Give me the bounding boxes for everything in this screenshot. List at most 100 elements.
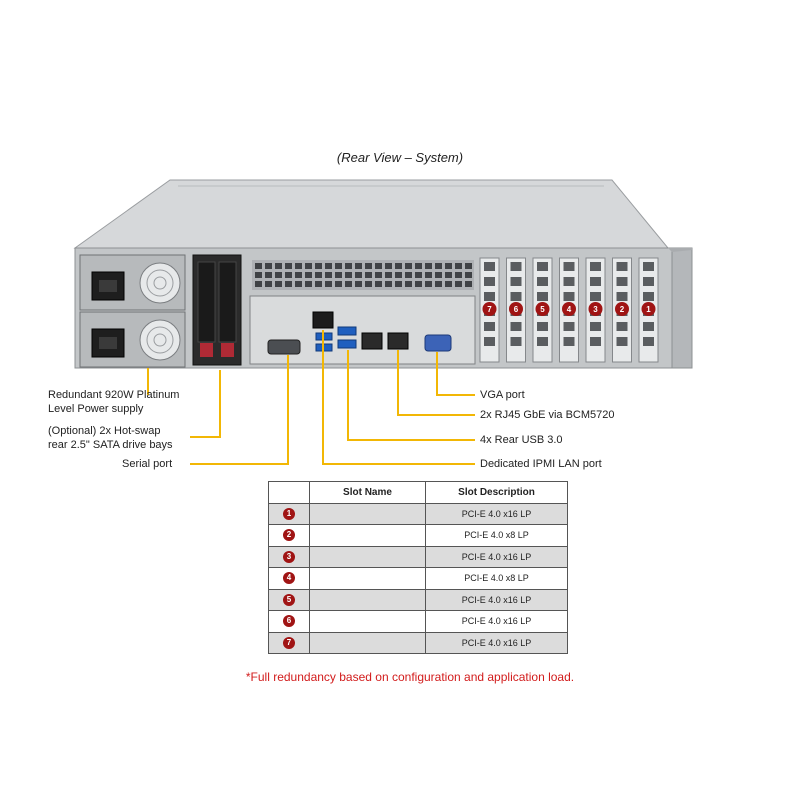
vent-hole xyxy=(435,281,442,287)
slot-badge-circle xyxy=(641,302,656,316)
vent-hole xyxy=(335,272,342,278)
vent-hole xyxy=(365,263,372,269)
slot-name-cell xyxy=(309,502,426,525)
slot-badge-label: 2 xyxy=(620,305,625,314)
callout-power-line2: Level Power supply xyxy=(48,403,144,415)
fan-grille-icon xyxy=(139,262,181,304)
slot-number-cell: 6 xyxy=(268,610,310,633)
drive-latch-icon xyxy=(221,343,234,357)
callout-leaders xyxy=(147,330,475,465)
chassis-top-lid xyxy=(73,179,670,249)
vent-hole xyxy=(355,263,362,269)
table-row: 2 PCI-E 4.0 x8 LP xyxy=(268,524,568,547)
bracket-vent xyxy=(537,292,548,301)
vent-hole xyxy=(355,281,362,287)
bracket-vent xyxy=(484,292,495,301)
rj45-port-icon xyxy=(387,332,409,350)
vent-hole xyxy=(265,272,272,278)
slot-name-cell xyxy=(309,610,426,633)
vent-hole xyxy=(405,263,412,269)
slot-badge-circle xyxy=(615,302,629,316)
slot-badge-label: 4 xyxy=(567,305,572,314)
callout-drive-bays: (Optional) 2x Hot-swap rear 2.5" SATA dr… xyxy=(48,424,173,452)
vent-hole xyxy=(265,281,272,287)
usb-port-icon xyxy=(337,339,357,349)
bracket-vent xyxy=(616,292,628,301)
rj45-port-icon xyxy=(361,332,383,350)
bracket-vent xyxy=(616,337,628,346)
leader-rj45 xyxy=(397,350,475,416)
bracket-vent xyxy=(643,277,654,286)
vent-hole xyxy=(285,272,292,278)
slot-number-badge: 3 xyxy=(283,550,295,563)
vent-hole xyxy=(255,281,262,287)
fan-grille-icon xyxy=(139,319,181,361)
slot-description-cell: PCI-E 4.0 x8 LP xyxy=(425,524,568,547)
vent-hole xyxy=(305,272,312,278)
vent-hole xyxy=(395,272,402,278)
slot-number-cell: 1 xyxy=(268,502,310,525)
vent-hole xyxy=(295,263,302,269)
vent-hole xyxy=(455,272,462,278)
bracket-vent xyxy=(563,337,575,346)
vga-port-icon xyxy=(424,334,452,352)
vent-hole xyxy=(425,281,432,287)
slot-number-badge: 1 xyxy=(283,507,295,520)
callout-usb: 4x Rear USB 3.0 xyxy=(480,434,563,446)
bracket-vent xyxy=(590,322,601,331)
slot-badge-circle xyxy=(588,302,603,316)
bracket-vent xyxy=(643,337,654,346)
bracket-vent xyxy=(484,262,495,271)
slot-table-header: Slot Name Slot Description xyxy=(268,481,568,504)
slot-number-badge: 2 xyxy=(283,529,295,542)
slot-number-badge: 7 xyxy=(283,636,295,649)
slot-number-cell: 2 xyxy=(268,524,310,547)
slot-name-cell xyxy=(309,631,426,654)
callout-serial-port: Serial port xyxy=(122,458,173,470)
vent-hole xyxy=(385,263,392,269)
vent-hole xyxy=(425,272,432,278)
bracket-vent xyxy=(484,322,495,331)
figure-title: (Rear View – System) xyxy=(336,150,464,165)
vent-hole xyxy=(415,263,422,269)
table-row: 6 PCI-E 4.0 x16 LP xyxy=(268,610,568,633)
vent-hole xyxy=(455,263,462,269)
callout-power-supply: Redundant 920W Platinum Level Power supp… xyxy=(48,388,179,416)
vent-hole xyxy=(285,281,292,287)
rear-drive-bays xyxy=(192,254,242,366)
vent-hole xyxy=(325,263,332,269)
vent-hole xyxy=(315,263,322,269)
bracket-vent xyxy=(563,262,575,271)
slot-description-cell: PCI-E 4.0 x16 LP xyxy=(425,631,568,654)
slot-number-cell: 5 xyxy=(268,588,310,611)
callout-drives-line1: (Optional) 2x Hot-swap xyxy=(48,425,161,437)
vent-hole xyxy=(425,263,432,269)
slot-badge-circle xyxy=(509,302,523,316)
vent-hole xyxy=(315,272,322,278)
slot-name-cell xyxy=(309,588,426,611)
vent-hole xyxy=(255,272,262,278)
vent-hole xyxy=(305,281,312,287)
bracket-vent xyxy=(563,292,575,301)
vent-hole xyxy=(355,272,362,278)
leader-ipmi xyxy=(322,330,475,465)
bracket-vent xyxy=(537,322,548,331)
slot-badge-circle xyxy=(535,302,550,316)
vent-hole xyxy=(275,281,282,287)
vent-hole xyxy=(335,263,342,269)
bracket-vent xyxy=(616,262,628,271)
callout-ipmi: Dedicated IPMI LAN port xyxy=(480,458,602,470)
slot-description-cell: PCI-E 4.0 x16 LP xyxy=(425,610,568,633)
vent-hole xyxy=(275,272,282,278)
leader-drives xyxy=(190,370,221,438)
bracket-vent xyxy=(643,322,654,331)
slot-badge-label: 7 xyxy=(487,305,492,314)
vent-hole xyxy=(305,263,312,269)
callout-rj45: 2x RJ45 GbE via BCM5720 xyxy=(480,409,615,421)
bracket-vent xyxy=(563,277,575,286)
slot-name-cell xyxy=(309,567,426,590)
slot-badge-label: 6 xyxy=(514,305,519,314)
vent-hole xyxy=(385,281,392,287)
